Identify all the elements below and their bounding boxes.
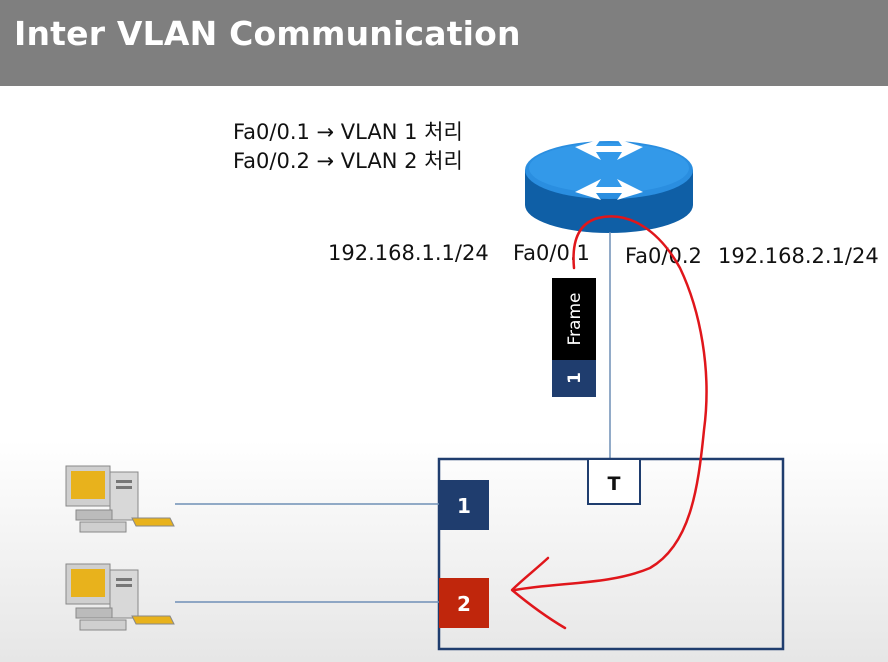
left-interface-label: Fa0/0.1: [513, 241, 590, 265]
trunk-port-label: T: [608, 473, 621, 495]
mapping-line-1: Fa0/0.1 → VLAN 1 처리: [233, 120, 463, 144]
switch-port-2-label: 2: [457, 592, 471, 616]
frame-vlan-tag-label: 1: [565, 372, 585, 384]
mapping-line-2: Fa0/0.2 → VLAN 2 처리: [233, 149, 463, 173]
left-ip-label: 192.168.1.1/24: [328, 241, 489, 265]
switch-port-1: 1: [439, 480, 489, 530]
frame-label: Frame: [565, 293, 585, 346]
computer-icon: [65, 465, 175, 533]
trunk-port: T: [587, 458, 641, 505]
switch-port-2: 2: [439, 578, 489, 628]
right-interface-label: Fa0/0.2: [625, 244, 702, 268]
frame-packet: Frame 1: [552, 278, 596, 397]
router-icon: [525, 139, 693, 233]
title-bar: Inter VLAN Communication: [0, 0, 888, 86]
slide-title: Inter VLAN Communication: [14, 14, 521, 53]
frame-body: [552, 278, 596, 360]
switch-port-1-label: 1: [457, 494, 471, 518]
frame-vlan-tag: [552, 360, 596, 397]
computer-icon: [65, 563, 175, 631]
right-ip-label: 192.168.2.1/24: [718, 244, 879, 268]
inter-vlan-path-arrow: [510, 215, 708, 630]
